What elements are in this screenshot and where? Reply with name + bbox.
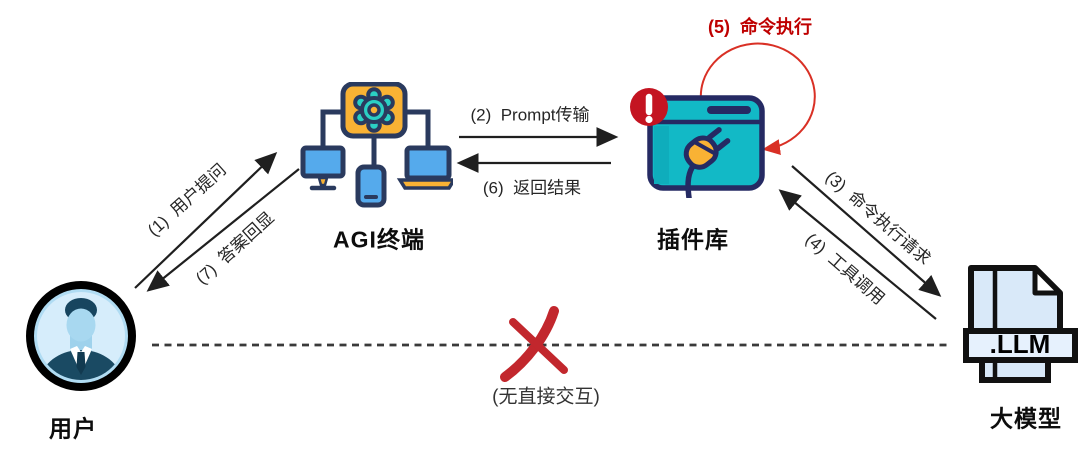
- edge-label-5-command-exec: (5) 命令执行: [707, 17, 813, 37]
- laptop-icon: [396, 145, 453, 190]
- edge-label-6-return-result: (6) 返回结果: [482, 178, 582, 198]
- agi-node-label: AGI终端: [333, 226, 425, 253]
- gear-icon: [353, 87, 395, 133]
- phone-icon: [355, 164, 387, 208]
- llm-file-ext-label: .LLM: [990, 329, 1051, 359]
- arrow-command-exec-loop: [699, 42, 816, 156]
- user-node-label: 用户: [49, 415, 97, 442]
- arrow-user-question: [134, 151, 278, 289]
- agi-terminal-icon: [300, 82, 453, 208]
- monitor-icon: [300, 145, 346, 191]
- no-direct-interaction-label: (无直接交互): [492, 386, 600, 408]
- warning-badge-icon: [630, 88, 668, 126]
- llm-node-label: 大模型: [990, 405, 1062, 432]
- plugin-node-label: 插件库: [657, 226, 729, 253]
- edge-label-2-prompt-transfer: (2) Prompt传输: [470, 105, 590, 125]
- arrow-tool-call: [778, 189, 937, 320]
- red-cross-icon: [500, 306, 568, 382]
- plug-icon: [683, 127, 731, 198]
- arrow-answer-echo: [146, 168, 300, 292]
- arrow-command-request: [791, 165, 942, 297]
- plugin-window-icon: [630, 88, 765, 198]
- user-avatar-icon: [26, 281, 136, 391]
- llm-file-icon: .LLM: [963, 265, 1078, 383]
